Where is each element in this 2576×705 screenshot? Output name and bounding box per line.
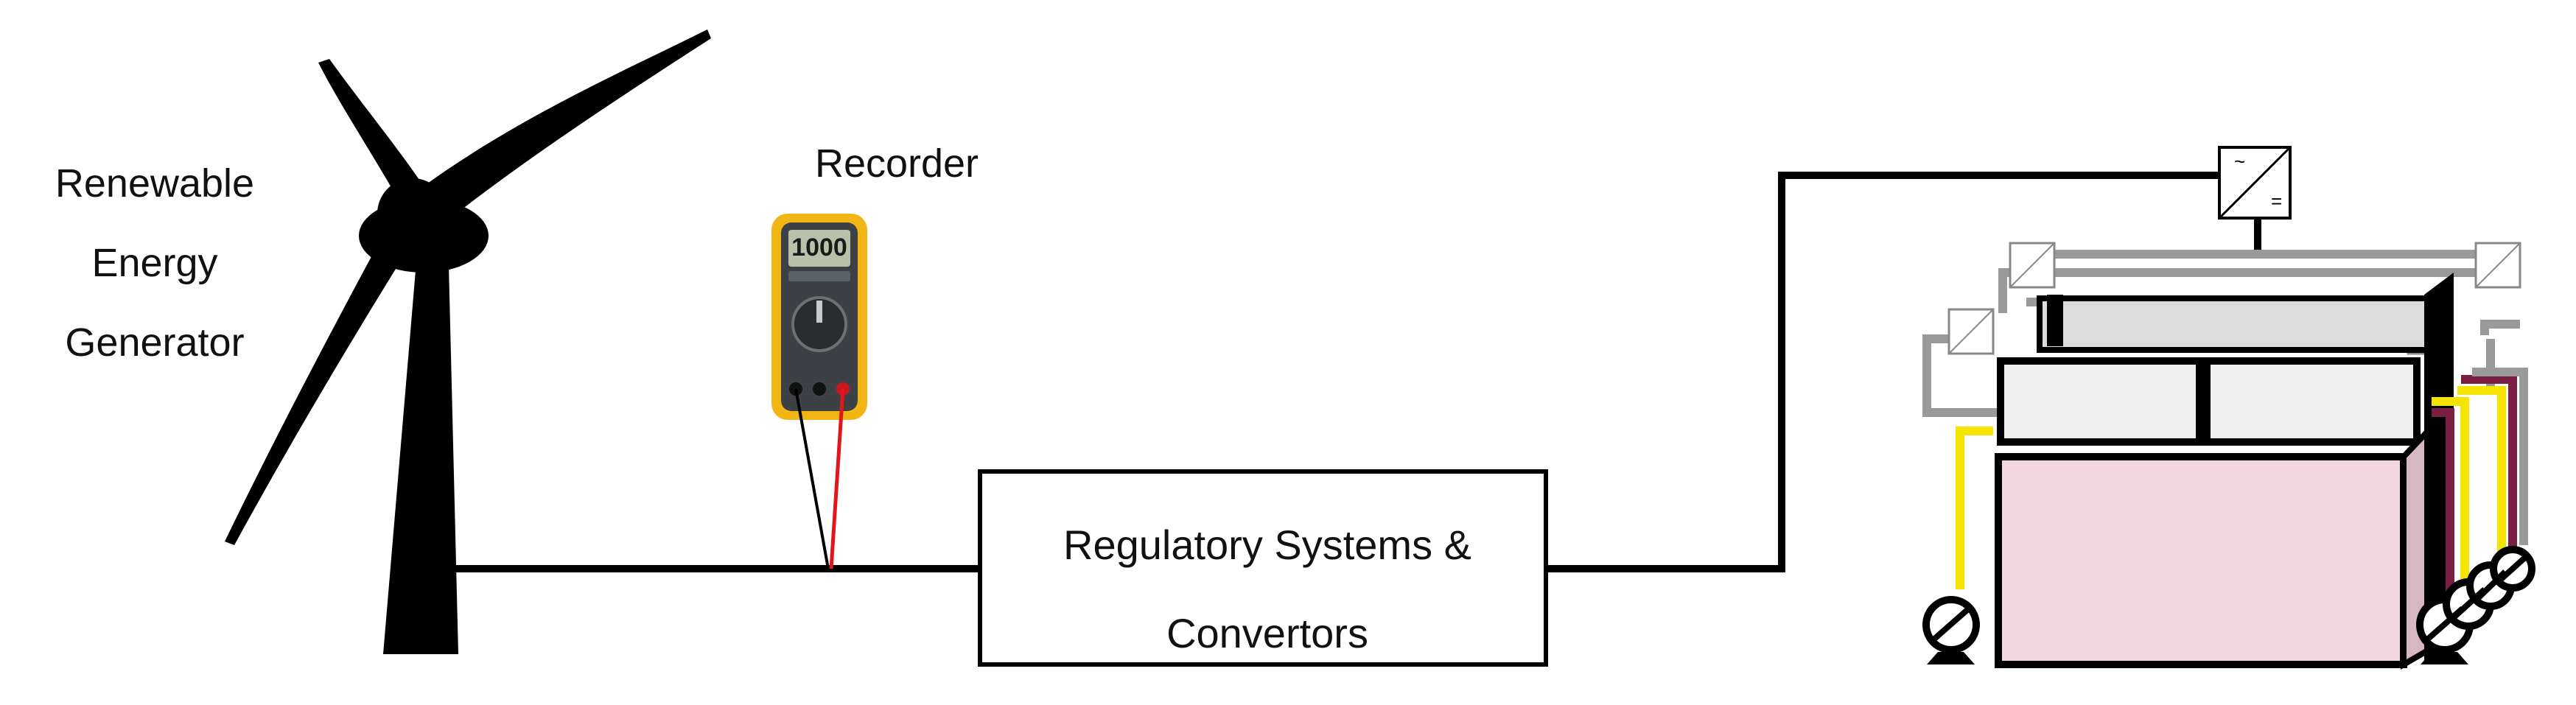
recorder-label: Recorder: [814, 141, 979, 186]
main-power-line: [451, 172, 2261, 572]
dc-symbol: =: [2271, 190, 2282, 212]
converter-icon-right-upper: [2474, 242, 2521, 289]
turbine-label: Renewable Energy Generator: [22, 144, 287, 382]
turbine-label-line-3: Generator: [65, 320, 245, 365]
wheel-feet: [1927, 652, 2468, 664]
grey-cable-ends: [2472, 368, 2528, 545]
red-probe-lead: [829, 388, 845, 569]
multimeter-display: 1000: [791, 234, 847, 262]
converter-icon-left-lower: [1947, 308, 1995, 355]
yellow-cables: [1956, 386, 2506, 611]
converter-icon: ~ =: [2218, 146, 2292, 220]
ac-symbol: ~: [2234, 150, 2245, 172]
storage-cabinet: [1995, 273, 2454, 670]
converter-icon-left-upper: [2009, 242, 2056, 289]
regulatory-label-line-2: Convertors: [1166, 610, 1368, 656]
valve-wheel-spokes: [1930, 553, 2530, 644]
turbine-label-line-1: Renewable: [55, 161, 255, 206]
multimeter-icon: 1000: [771, 214, 867, 420]
turbine-label-line-2: Energy: [91, 241, 218, 285]
regulatory-box-label: Regulatory Systems & Convertors: [980, 501, 1555, 678]
maroon-cables: [2432, 375, 2517, 611]
black-probe-lead: [794, 388, 830, 569]
regulatory-box: [978, 469, 1548, 667]
wind-turbine-icon: [225, 29, 711, 654]
regulatory-label-line-1: Regulatory Systems &: [1063, 522, 1471, 568]
